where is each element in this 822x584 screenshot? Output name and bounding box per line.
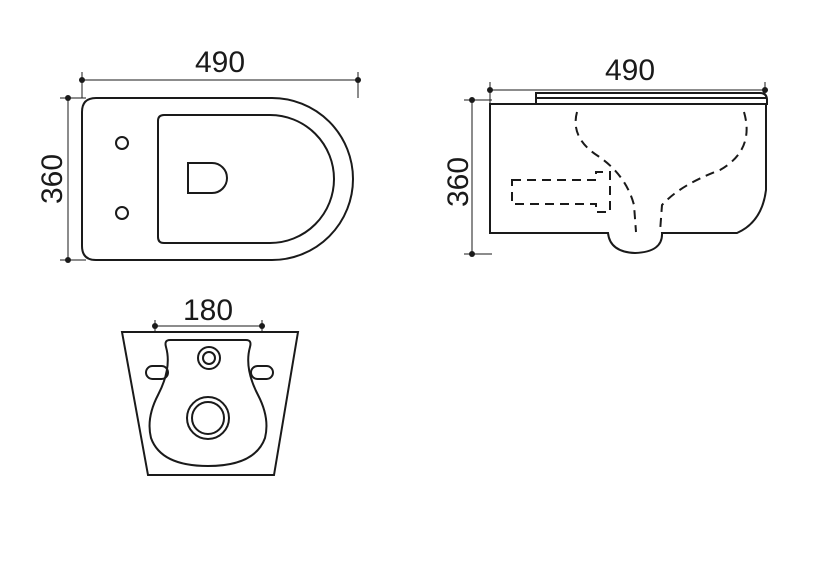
side-height-dot-top [469,97,475,103]
back-mount-slot-right [250,365,274,380]
back-inlet-outer [197,346,221,370]
top-depth-dot-top [65,95,71,101]
back-inlet-inner [202,351,216,365]
side-width-dot-right [762,87,768,93]
side-bowl-dashed-left [574,111,637,233]
side-height-dot-bottom [469,251,475,257]
top-mount-hole-lower [115,206,129,220]
top-width-label: 490 [195,46,245,79]
back-outlet-inner [191,401,225,435]
top-view: 490 360 [36,46,361,263]
back-spacing-label: 180 [183,294,233,327]
back-outlet-outer [186,396,230,440]
top-depth-dot-bottom [65,257,71,263]
top-outer-outline [81,97,354,261]
top-outlet-outline [187,162,228,194]
side-width-label: 490 [605,54,655,87]
back-mount-slot-left [145,365,169,380]
side-width-dot-left [487,87,493,93]
top-rim-outline [157,114,335,244]
side-view: 490 360 [442,54,768,257]
top-depth-label: 360 [36,154,69,204]
side-height-label: 360 [442,157,475,207]
back-bowl-outline [148,339,268,468]
back-spacing-dot-right [259,323,265,329]
side-body-outline [489,103,767,255]
top-width-dot-right [355,77,361,83]
side-bowl-dashed-right [659,111,748,233]
back-spacing-dot-left [152,323,158,329]
top-width-dot-left [79,77,85,83]
back-plate-outline [120,331,300,476]
back-view: 180 [120,294,300,476]
top-mount-hole-upper [115,136,129,150]
